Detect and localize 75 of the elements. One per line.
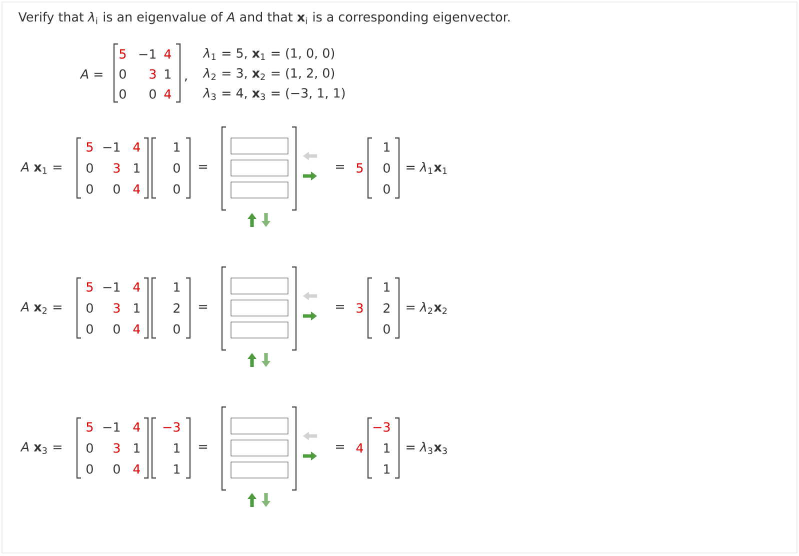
matrix-entry: −1 <box>103 142 120 152</box>
matrix-entry: 0 <box>86 184 93 194</box>
matrix-entry: 5 <box>120 49 126 59</box>
equals-sign: = <box>199 165 207 169</box>
vector-entry: 1 <box>174 282 180 292</box>
vector-entry: 1 <box>174 443 180 453</box>
matrix-entry: 5 <box>86 282 93 292</box>
formula: λ$_{3}$ = 4, x$_{3}$ = (−3, 1, 1) <box>202 88 345 100</box>
vector-entry: 2 <box>384 303 390 313</box>
vector-entry: 0 <box>174 163 180 173</box>
formula: A x$_{2}$ = <box>20 302 62 314</box>
matrix-entry: 0 <box>114 324 120 334</box>
matrix-entry: 0 <box>86 324 93 334</box>
matrix-entry: 1 <box>134 163 140 173</box>
matrix-entry: 4 <box>133 184 140 194</box>
matrix-entry: 0 <box>86 464 93 474</box>
formula: = λ$_{1}$x$_{1}$ <box>406 162 447 174</box>
vector-entry: −3 <box>373 422 390 432</box>
matrix-entry: 4 <box>133 422 140 432</box>
formula: A x$_{1}$ = <box>20 162 62 174</box>
vector-entry: −3 <box>163 422 180 432</box>
matrix-entry: 4 <box>164 49 172 59</box>
punctuation: , <box>184 78 187 82</box>
matrix-entry: 4 <box>133 464 140 474</box>
matrix-entry: 0 <box>114 464 120 474</box>
matrix-entry: 3 <box>114 303 120 313</box>
matrix-entry: 1 <box>134 303 140 313</box>
vector-entry: 2 <box>174 303 180 313</box>
matrix-entry: 0 <box>120 89 126 99</box>
vector-entry: 0 <box>384 163 390 173</box>
equals-sign: = <box>336 305 344 309</box>
matrix-entry: 0 <box>120 69 126 79</box>
vector-entry: 1 <box>384 282 390 292</box>
equals-sign: = <box>336 165 344 169</box>
matrix-entry: 0 <box>86 443 93 453</box>
matrix-entry: 3 <box>150 69 156 79</box>
matrix-entry: 5 <box>86 422 93 432</box>
formula: A = <box>80 69 102 79</box>
vector-entry: 1 <box>384 142 390 152</box>
matrix-entry: 4 <box>133 142 140 152</box>
vector-entry: 0 <box>384 324 390 334</box>
matrix-entry: 1 <box>165 69 171 79</box>
matrix-entry: 1 <box>134 443 140 453</box>
matrix-entry: 5 <box>86 142 93 152</box>
scalar: 3 <box>356 303 363 313</box>
scalar: 5 <box>356 163 363 173</box>
matrix-entry: 0 <box>114 184 120 194</box>
formula: = λ$_{3}$x$_{3}$ <box>406 442 447 454</box>
vector-entry: 1 <box>174 142 180 152</box>
vector-entry: 1 <box>174 464 180 474</box>
matrix-entry: 0 <box>150 89 156 99</box>
formula: = λ$_{2}$x$_{2}$ <box>406 302 447 314</box>
formula: A x$_{3}$ = <box>20 442 62 454</box>
equals-sign: = <box>199 445 207 449</box>
matrix-entry: 0 <box>86 163 93 173</box>
matrix-entry: 0 <box>86 303 93 313</box>
vector-entry: 0 <box>174 324 180 334</box>
matrix-entry: −1 <box>103 282 120 292</box>
vector-entry: 0 <box>174 184 180 194</box>
matrix-entry: −1 <box>139 49 156 59</box>
vector-entry: 1 <box>384 443 390 453</box>
matrix-entry: 3 <box>114 163 120 173</box>
equals-sign: = <box>336 445 344 449</box>
vector-entry: 1 <box>384 464 390 474</box>
formula: λ$_{2}$ = 3, x$_{2}$ = (1, 2, 0) <box>202 68 334 80</box>
matrix-entry: −1 <box>103 422 120 432</box>
vector-entry: 0 <box>384 184 390 194</box>
scalar: 4 <box>356 443 364 453</box>
matrix-entry: 4 <box>164 89 172 99</box>
matrix-entry: 4 <box>133 282 140 292</box>
instruction-text: Verify that λ$_{i}$ is an eigenvalue of A and that x$_{i}$ is a corresponding eigenvector. <box>18 12 510 24</box>
formula: λ$_{1}$ = 5, x$_{1}$ = (1, 0, 0) <box>202 48 334 60</box>
equals-sign: = <box>199 305 207 309</box>
matrix-entry: 4 <box>133 324 140 334</box>
matrix-entry: 3 <box>114 443 120 453</box>
